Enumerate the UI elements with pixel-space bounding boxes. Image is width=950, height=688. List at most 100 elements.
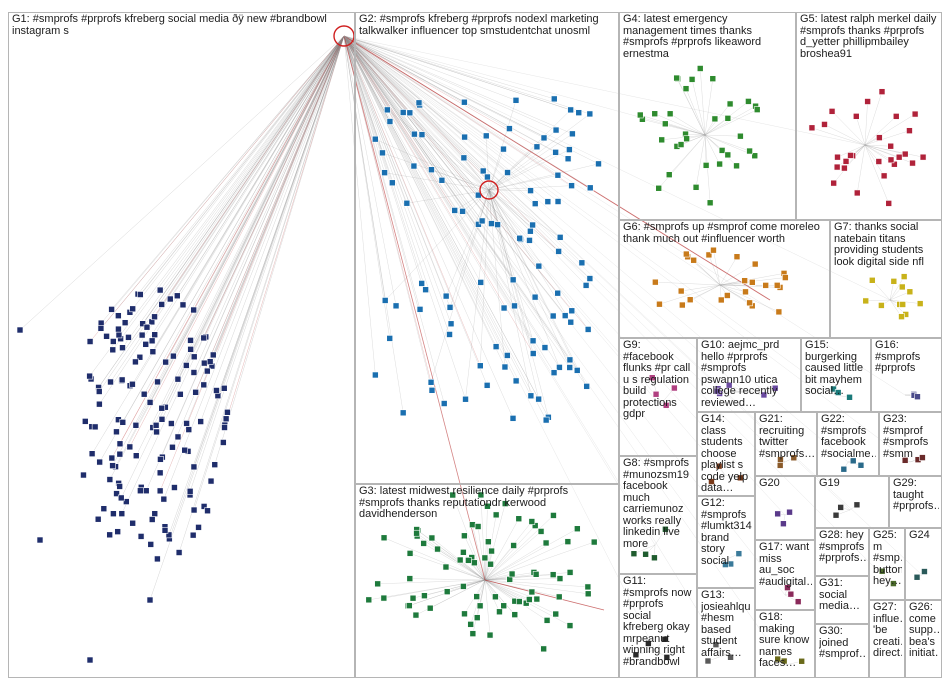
node [158,416,166,423]
node [567,106,574,114]
edge [203,35,345,339]
node [451,207,458,214]
edge [864,144,924,158]
group-label-g4: G4: latest emergency management times th… [623,14,765,60]
node [561,312,569,319]
edge [343,35,536,298]
edge [149,35,345,601]
edge [122,35,345,348]
node [533,143,541,151]
node [556,364,563,371]
node [552,610,560,618]
hub-node [479,180,499,200]
group-label-g20: G20 [759,478,780,489]
node [183,362,190,369]
node [162,358,169,366]
node [440,400,448,407]
node [501,500,509,507]
edge [488,149,570,191]
node [784,584,791,591]
node [550,369,558,376]
node [742,288,749,296]
group-label-g26: G26: come supp… bea's initiat… [909,602,939,659]
node [780,520,787,528]
node [129,519,136,527]
node [679,301,686,309]
edge [343,35,385,173]
node [209,351,217,359]
edge [343,35,508,356]
edge [384,172,490,191]
node [895,153,903,161]
edge [343,35,579,113]
edge [484,525,536,581]
node [119,344,126,351]
edge [864,144,891,147]
node [456,556,464,564]
group-label-g13: G13: josieahlqu… #hesm based student aff… [701,590,752,659]
node [118,376,126,384]
node [86,656,94,664]
node [661,120,669,128]
node [832,511,840,519]
edge [343,35,786,516]
edge [182,35,345,305]
node [481,554,489,562]
node [566,356,574,364]
edge [343,35,836,396]
node [94,515,102,523]
edge [343,35,911,463]
edge [864,144,889,204]
node [790,454,798,462]
node [875,158,883,165]
edge [699,68,706,136]
edge [685,88,706,136]
edge [343,35,498,225]
node [475,221,482,228]
edge [132,35,345,385]
node [192,389,199,396]
edge [824,124,866,146]
edge [403,112,490,191]
node [913,573,921,581]
node [900,273,908,280]
edge [140,35,345,295]
node [535,262,543,270]
node [709,75,717,82]
node [449,491,457,499]
node [406,550,414,557]
edge [189,35,345,492]
edge [889,291,910,301]
group-box-g25: G25: m #smp… button hey… [869,528,905,600]
edge [343,35,557,131]
node [842,158,850,165]
node [686,296,694,304]
edge [343,35,849,463]
node [409,594,417,602]
node [722,561,729,568]
node [515,515,523,523]
group-label-g7: G7: thanks social natebain titans provid… [834,222,927,268]
node [527,187,534,194]
edge [470,579,486,625]
edge [343,35,536,204]
node [200,503,208,510]
edge [343,35,548,202]
node [751,260,759,268]
node [543,617,551,624]
node [220,439,227,446]
node [500,304,508,312]
edge [343,35,545,139]
node [711,115,719,123]
edge [480,189,490,366]
node [921,568,928,575]
node [834,153,841,161]
node [97,325,105,332]
edge [343,35,393,183]
node [487,560,494,568]
node [714,387,721,395]
edge [864,144,885,176]
node [116,440,124,448]
node [862,297,870,305]
edge [214,35,345,465]
